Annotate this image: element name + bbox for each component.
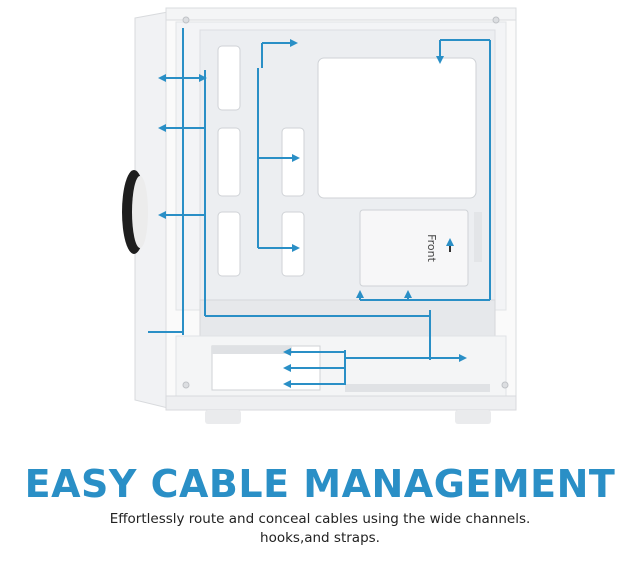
- psu-box: [359, 209, 469, 287]
- subtext-line-2: hooks,and straps.: [260, 530, 380, 546]
- psu-shroud: [199, 299, 496, 337]
- cable-route-arrow: [148, 28, 491, 388]
- headline: EASY CABLE MANAGEMENT: [24, 462, 616, 506]
- psu-front-label: Front: [425, 234, 438, 263]
- case-illustration: Front: [122, 7, 517, 424]
- subtext-line-1: Effortlessly route and conceal cables us…: [109, 511, 531, 527]
- cpu-cutout: [317, 57, 477, 199]
- subtext: Effortlessly route and conceal cables us…: [0, 510, 640, 548]
